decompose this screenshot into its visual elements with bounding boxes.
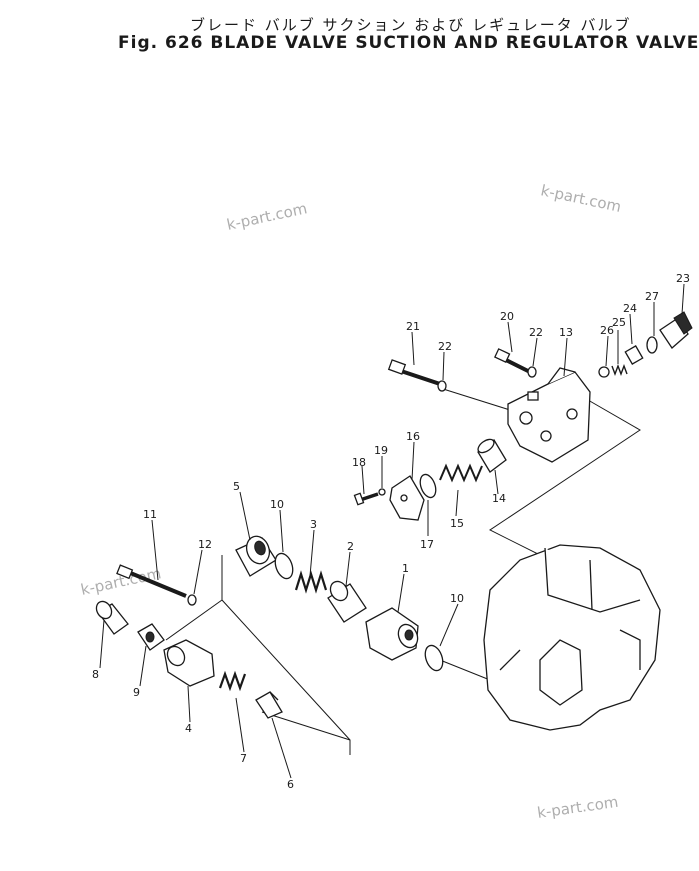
- label-13: 13: [559, 326, 573, 339]
- part-10-o-ring: [274, 552, 294, 580]
- label-24: 24: [623, 302, 637, 315]
- label-6: 6: [287, 778, 294, 791]
- title-japanese: ブレード バルブ サクション および レギュレータ バルブ: [190, 16, 632, 34]
- part-16-cover: [389, 475, 425, 521]
- part-17-o-ring: [419, 473, 437, 499]
- label-3: 3: [310, 518, 317, 531]
- leader-lines: [99, 283, 685, 779]
- watermark-5: k-part.com: [536, 793, 619, 822]
- label-2: 2: [347, 540, 354, 553]
- part-7-spring: [218, 670, 247, 692]
- label-17: 17: [420, 538, 434, 551]
- part-12-washer: [187, 594, 197, 606]
- label-19: 19: [374, 444, 388, 457]
- part-11-bolt: [116, 564, 187, 598]
- part-15-spring: [439, 463, 483, 483]
- label-11: 11: [143, 508, 157, 521]
- label-25: 25: [612, 316, 626, 329]
- part-25-spring: [611, 364, 628, 376]
- part-4-housing: [163, 639, 215, 687]
- assembly-bracket-lines: [165, 387, 641, 755]
- label-23: 23: [676, 272, 690, 285]
- label-9: 9: [133, 686, 140, 699]
- label-5: 5: [233, 480, 240, 493]
- watermark-2: k-part.com: [539, 181, 623, 216]
- label-16: 16: [406, 430, 420, 443]
- part-10-o-ring-b: [424, 644, 444, 672]
- pump-housing: [483, 544, 661, 731]
- part-1-valve: [365, 607, 419, 661]
- part-14-sleeve: [477, 438, 507, 473]
- part-22-washer: [437, 380, 447, 392]
- part-23-cap: [659, 311, 693, 349]
- label-21: 21: [406, 320, 420, 333]
- part-3-spring: [294, 570, 328, 594]
- label-15: 15: [450, 517, 464, 530]
- part-19-washer: [378, 488, 386, 496]
- label-18: 18: [352, 456, 366, 469]
- part-22-washer-b: [527, 366, 537, 378]
- label-12: 12: [198, 538, 212, 551]
- part-6-poppet: [255, 691, 283, 719]
- part-13-valve-body: [507, 367, 591, 463]
- label-4: 4: [185, 722, 192, 735]
- watermark-1: k-part.com: [225, 199, 309, 234]
- part-20-bolt: [494, 348, 531, 374]
- label-10: 10: [270, 498, 284, 511]
- label-10-b: 10: [450, 592, 464, 605]
- part-2-piston: [327, 580, 367, 623]
- label-8: 8: [92, 668, 99, 681]
- part-24-plug: [624, 345, 644, 365]
- part-21-bolt: [387, 359, 441, 386]
- label-1: 1: [402, 562, 409, 575]
- label-22: 22: [438, 340, 452, 353]
- part-8-plug: [95, 600, 129, 635]
- label-22-b: 22: [529, 326, 543, 339]
- label-20: 20: [500, 310, 514, 323]
- part-27-o-ring: [646, 336, 658, 354]
- label-26: 26: [600, 324, 614, 337]
- part-9-nut: [137, 623, 165, 651]
- part-5-retainer: [235, 535, 277, 577]
- label-7: 7: [240, 752, 247, 765]
- label-14: 14: [492, 492, 506, 505]
- part-18-bolt: [353, 492, 379, 506]
- title-english: Fig. 626 BLADE VALVE SUCTION AND REGULAT…: [118, 33, 699, 53]
- label-27: 27: [645, 290, 659, 303]
- part-26-washer: [598, 366, 610, 378]
